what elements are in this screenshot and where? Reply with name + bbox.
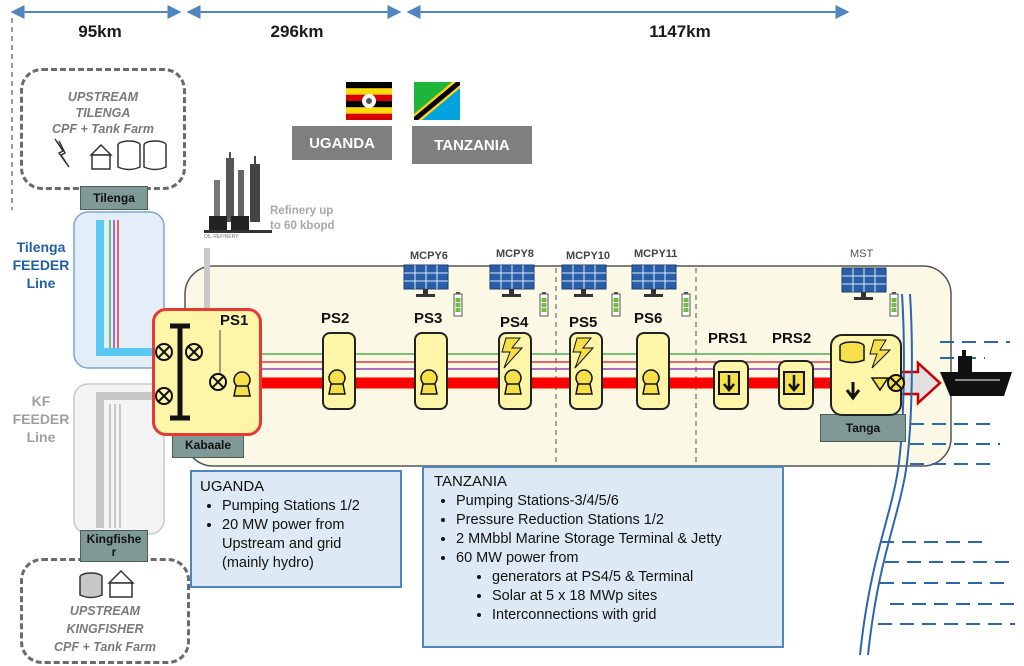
kf-feeder-l2: FEEDER [12,411,70,427]
refinery-small-label: OIL REFINERY [204,234,239,240]
mcpy8-label: MCPY8 [496,248,534,260]
uganda-flag-icon [346,82,392,120]
tanzania-info-box: TANZANIA Pumping Stations-3/4/5/6 Pressu… [422,466,784,648]
kf-feeder-l3: Line [26,429,56,445]
prs2-label: PRS2 [772,330,812,347]
refinery-label: Refinery up to 60 kbopd [270,204,335,234]
tanzania-info-item: 2 MMbbl Marine Storage Terminal & Jetty [456,530,772,549]
kf-feeder-pipe [96,392,164,528]
pressure-reduction-icon [718,371,805,395]
solar-mcpy6-icon [403,264,463,317]
distance-label-2: 296km [270,22,324,41]
tilenga-feeder-pipe [96,220,164,356]
tanzania-info-subitem: Solar at 5 x 18 MWp sites [492,587,772,606]
tanzania-info-heading: TANZANIA [434,473,508,490]
tanzania-info-item: Pumping Stations-3/4/5/6 [456,492,772,511]
uganda-info-item: 20 MW power from Upstream and grid (main… [222,516,392,573]
pump-icon [233,371,251,397]
solar-mcpy10-icon [561,264,621,317]
uganda-info-box: UGANDA Pumping Stations 1/2 20 MW power … [190,470,402,588]
tanzania-info-item: 60 MW power from [456,549,772,568]
refinery-label-l1: Refinery up [270,205,334,217]
solar-mcpy11-icon [631,264,691,317]
upstream-kingfisher-line1: UPSTREAM [69,604,141,618]
solar-mst-icon [841,267,899,317]
prs1-label: PRS1 [708,330,748,347]
distance-label-1: 95km [78,22,122,41]
tanker-ship-icon [940,350,1012,396]
ps3-label: PS3 [414,310,443,327]
mcpy6-label: MCPY6 [410,250,448,262]
mcpy10-label: MCPY10 [566,250,611,262]
kingfisher-tank-icon [79,569,135,599]
uganda-label: UGANDA [292,126,392,160]
ps6-label: PS6 [634,310,663,327]
tanzania-info-subitem: generators at PS4/5 & Terminal [492,568,772,587]
coastline-2 [867,293,913,656]
distance-label-3: 1147km [649,22,711,41]
tilenga-feeder-l2: FEEDER [12,257,70,273]
tanzania-flag-icon [414,82,460,120]
kf-feeder-l1: KF [31,393,51,409]
upstream-kingfisher-line3: CPF + Tank Farm [54,640,156,654]
tanzania-info-sublist: generators at PS4/5 & Terminal Solar at … [434,568,772,625]
kingfisher-tag: Kingfishe r [80,530,148,562]
coastline-1 [859,293,905,656]
valve-icon [155,343,227,405]
upstream-kingfisher-line2: KINGFISHER [66,622,144,636]
refinery-icon [204,152,272,233]
tanga-tag: Tanga [820,414,906,442]
upstream-tilenga-box: UPSTREAM TILENGA CPF + Tank Farm [20,68,186,190]
mst-label: MST [850,248,874,260]
ps5-label: PS5 [569,314,598,331]
tanzania-label: TANZANIA [412,126,532,164]
upstream-tilenga-line2: TILENGA [75,106,131,120]
tilenga-feeder-l1: Tilenga [16,239,66,255]
uganda-info-list: Pumping Stations 1/2 20 MW power from Up… [200,497,392,573]
refinery-label-l2: to 60 kbopd [270,220,335,232]
ps4-label: PS4 [500,314,529,331]
generator-lightning-icon [501,337,892,369]
ps1-equipment [155,323,251,421]
kingfisher-tag-line1: Kingfishe [86,532,142,546]
uganda-info-item: Pumping Stations 1/2 [222,497,392,516]
ps1-label: PS1 [220,312,249,329]
uganda-info-heading: UGANDA [200,478,265,495]
pump-icon [328,369,660,395]
tilenga-feeder-label: Tilenga FEEDER Line [8,238,74,292]
storage-tank-icon [839,341,905,401]
solar-mcpy8-icon [489,264,549,317]
tanzania-info-subitem: Interconnections with grid [492,606,772,625]
mcpy11-label: MCPY11 [634,248,678,260]
tilenga-tag: Tilenga [80,186,148,210]
sea-dashes [878,341,1020,625]
ps2-label: PS2 [321,310,350,327]
kingfisher-tag-line2: r [111,545,117,559]
kf-feeder-label: KF FEEDER Line [8,392,74,446]
tilenga-feeder-l3: Line [26,275,56,291]
upstream-tilenga-line3: CPF + Tank Farm [52,122,154,136]
tanzania-info-item: Pressure Reduction Stations 1/2 [456,511,772,530]
upstream-tilenga-line1: UPSTREAM [67,90,139,104]
tanzania-info-list: Pumping Stations-3/4/5/6 Pressure Reduct… [434,492,772,568]
tank-farm-icon [54,138,167,171]
